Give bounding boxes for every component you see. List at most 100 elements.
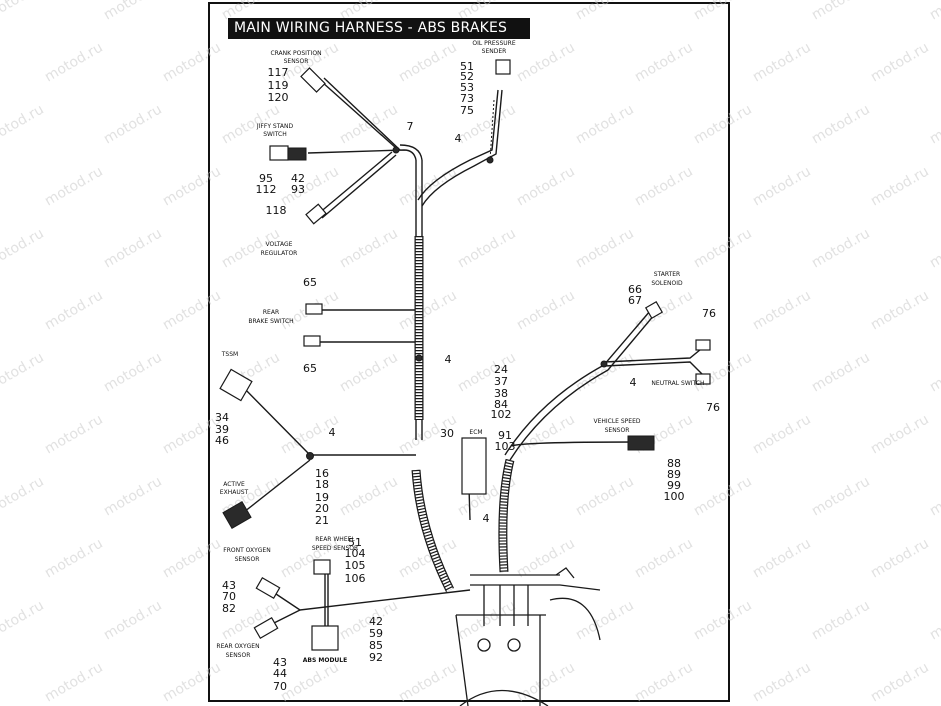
jiffy-stand-switch-ref-number: 95 bbox=[259, 172, 273, 185]
rear-oxygen-sensor-ref-number: 70 bbox=[273, 680, 287, 693]
rear-wheel-speed-sensor-connector bbox=[313, 559, 331, 575]
watermark-text: motod.ru bbox=[514, 163, 578, 209]
jiffy-stand-switch-ref-number: 93 bbox=[291, 183, 305, 196]
starter-solenoid-ref-number: 67 bbox=[628, 294, 642, 307]
watermark-text: motod.ru bbox=[514, 39, 578, 85]
watermark-text: motod.ru bbox=[691, 473, 755, 519]
watermark-text: motod.ru bbox=[101, 0, 165, 23]
jiffy-stand-switch-ref-number: 42 bbox=[291, 172, 305, 185]
watermark-text: motod.ru bbox=[0, 597, 47, 643]
front-oxygen-sensor-ref-number: 82 bbox=[222, 602, 236, 615]
ecm-ref-number: 38 bbox=[494, 387, 508, 400]
crank-position-sensor-label: SENSOR bbox=[284, 58, 309, 65]
watermark-text: motod.ru bbox=[573, 225, 637, 271]
rear-brake-switch-label: BRAKE SWITCH bbox=[248, 318, 293, 325]
rear-wheel-speed-sensor-ref-number: 105 bbox=[345, 559, 366, 572]
active-exhaust-ref-number: 19 bbox=[315, 491, 329, 504]
watermark-text: motod.ru bbox=[868, 411, 932, 457]
watermark-text: motod.ru bbox=[42, 287, 106, 333]
watermark-text: motod.ru bbox=[160, 39, 224, 85]
voltage-regulator-ref-number: 118 bbox=[266, 204, 287, 217]
watermark-text: motod.ru bbox=[455, 349, 519, 395]
watermark-text: motod.ru bbox=[868, 163, 932, 209]
watermark-text: motod.ru bbox=[632, 163, 696, 209]
watermark-text: motod.ru bbox=[42, 659, 106, 705]
front-oxygen-sensor-label: FRONT OXYGEN bbox=[223, 547, 270, 554]
abs-module-ref-number: 85 bbox=[369, 639, 383, 652]
watermark-text: motod.ru bbox=[219, 225, 283, 271]
neutral-switch-ref-number: 76 bbox=[702, 307, 716, 320]
neutral-switch-ref-number: 76 bbox=[706, 401, 720, 414]
ecm-ref-number: 30 bbox=[440, 427, 454, 440]
active-exhaust-ref-number: 18 bbox=[315, 478, 329, 491]
watermark-text: motod.ru bbox=[691, 597, 755, 643]
watermark-text: motod.ru bbox=[868, 287, 932, 333]
front-oxygen-sensor-label: SENSOR bbox=[235, 556, 260, 563]
tssm-label: TSSM bbox=[221, 351, 238, 358]
watermark-text: motod.ru bbox=[0, 225, 47, 271]
watermark-text: motod.ru bbox=[927, 349, 941, 395]
abs-module-ref-number: 92 bbox=[369, 651, 383, 664]
watermark-text: motod.ru bbox=[0, 101, 47, 147]
watermark-text: motod.ru bbox=[101, 349, 165, 395]
clip-ref-number: 7 bbox=[407, 120, 414, 133]
watermark-text: motod.ru bbox=[750, 163, 814, 209]
active-exhaust-ref-number: 21 bbox=[315, 514, 329, 527]
watermark-text: motod.ru bbox=[101, 225, 165, 271]
oil-pressure-sender-body bbox=[495, 59, 511, 75]
watermark-text: motod.ru bbox=[0, 473, 47, 519]
oil-pressure-sender-ref-number: 73 bbox=[460, 92, 474, 105]
watermark-text: motod.ru bbox=[278, 659, 342, 705]
watermark-text: motod.ru bbox=[750, 411, 814, 457]
watermark-text: motod.ru bbox=[632, 659, 696, 705]
watermark-text: motod.ru bbox=[691, 225, 755, 271]
ecm-ref-number: 102 bbox=[491, 408, 512, 421]
ecm-label: ECM bbox=[469, 429, 482, 436]
vehicle-speed-sensor-label: SENSOR bbox=[605, 427, 630, 434]
ecm-ref-number: 24 bbox=[494, 363, 508, 376]
jiffy-stand-switch-connector bbox=[287, 147, 307, 161]
watermark-text: motod.ru bbox=[455, 597, 519, 643]
neutral-switch-upper bbox=[695, 339, 711, 351]
rear-brake-switch-ref-number: 65 bbox=[303, 362, 317, 375]
neutral-switch-label: NEUTRAL SWITCH bbox=[651, 380, 704, 387]
watermark-text: motod.ru bbox=[514, 411, 578, 457]
starter-solenoid-terminal bbox=[644, 300, 664, 320]
oil-pressure-sender-ref-number: 53 bbox=[460, 81, 474, 94]
active-exhaust-ref-number: 16 bbox=[315, 467, 329, 480]
rear-brake-switch-label: REAR bbox=[263, 309, 279, 316]
watermark-text: motod.ru bbox=[632, 39, 696, 85]
active-exhaust-label: EXHAUST bbox=[220, 489, 249, 496]
watermark-text: motod.ru bbox=[42, 411, 106, 457]
clip-ref-number: 4 bbox=[445, 353, 452, 366]
clip-tssm-branch bbox=[306, 452, 314, 460]
abs-module-ref-number: 42 bbox=[369, 615, 383, 628]
watermark-text: motod.ru bbox=[927, 0, 941, 23]
watermark-text: motod.ru bbox=[927, 597, 941, 643]
watermark-text: motod.ru bbox=[514, 287, 578, 333]
watermark-text: motod.ru bbox=[809, 349, 873, 395]
voltage-regulator-label: VOLTAGE bbox=[266, 241, 293, 248]
active-exhaust-label: ACTIVE bbox=[223, 481, 245, 488]
watermark-text: motod.ru bbox=[809, 597, 873, 643]
vehicle-speed-sensor-ref-number: 99 bbox=[667, 479, 681, 492]
front-oxygen-sensor-connector bbox=[255, 576, 281, 600]
watermark-text: motod.ru bbox=[396, 39, 460, 85]
watermark-text: motod.ru bbox=[42, 39, 106, 85]
rear-oxygen-sensor-ref-number: 43 bbox=[273, 656, 287, 669]
clip-ref-number: 4 bbox=[483, 512, 490, 525]
rear-wheel-speed-sensor-ref-number: 104 bbox=[345, 547, 366, 560]
vehicle-speed-sensor-ref-number: 100 bbox=[664, 490, 685, 503]
ecm-module bbox=[461, 437, 487, 495]
watermark-text: motod.ru bbox=[160, 287, 224, 333]
active-exhaust-ref-number: 20 bbox=[315, 502, 329, 515]
watermark-text: motod.ru bbox=[101, 101, 165, 147]
watermark-text: motod.ru bbox=[337, 349, 401, 395]
rear-wheel-speed-sensor-ref-number: 106 bbox=[345, 572, 366, 585]
watermark-text: motod.ru bbox=[691, 0, 755, 23]
harness-conduits bbox=[411, 99, 515, 593]
clips bbox=[306, 146, 608, 494]
crank-position-sensor-label: CRANK POSITION bbox=[270, 50, 321, 57]
